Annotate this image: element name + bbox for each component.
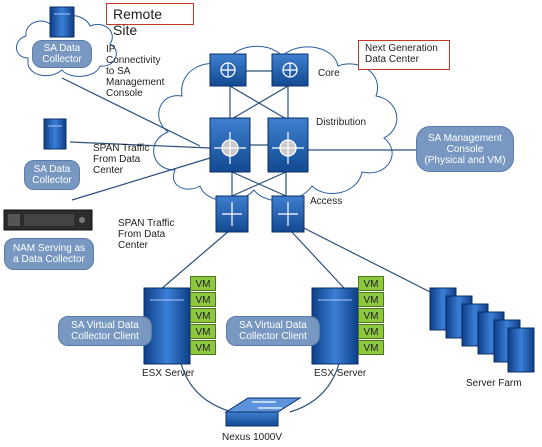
vm-right-3: VM — [358, 308, 384, 323]
next-gen-line1: Next Generation — [365, 43, 438, 54]
nam-line1: NAM Serving as — [12, 243, 86, 254]
nexus-switch-icon — [224, 397, 302, 427]
sa-local-line2: Collector — [32, 175, 72, 186]
server-farm-icon — [429, 287, 535, 373]
vdc-left-line2: Collector Client — [71, 331, 139, 342]
vm-right-1: VM — [358, 276, 384, 291]
span2-line2: From Data — [118, 229, 166, 240]
vm-left-3: VM — [190, 308, 216, 323]
vm-left-1: VM — [190, 276, 216, 291]
distribution-label: Distribution — [316, 117, 367, 128]
ip-line2: Connectivity — [106, 55, 161, 66]
span-traffic-label-2: SPAN Traffic From Data Center — [118, 218, 174, 251]
vm-left-4: VM — [190, 324, 216, 339]
access-switch-left-icon — [215, 195, 249, 233]
span-traffic-label-1: SPAN Traffic From Data Center — [93, 143, 149, 176]
esx-server-right-label: ESX Server — [314, 368, 367, 379]
next-gen-callout: Next Generation Data Center — [358, 40, 450, 70]
nam-data-collector: NAM Serving as a Data Collector — [4, 238, 94, 270]
vm-left-2: VM — [190, 292, 216, 307]
distribution-switch-left-icon — [209, 117, 251, 173]
core-label: Core — [318, 68, 340, 79]
sa-virtual-collector-left: SA Virtual Data Collector Client — [58, 316, 152, 346]
sa-mgmt-line3: (Physical and VM) — [424, 154, 506, 166]
remote-collector-server-icon — [49, 6, 75, 38]
sa-virtual-collector-right: SA Virtual Data Collector Client — [226, 316, 320, 346]
sa-data-collector-local: SA Data Collector — [24, 160, 80, 190]
access-switch-right-icon — [271, 195, 305, 233]
access-label: Access — [310, 196, 343, 207]
ip-line4: Management — [106, 77, 165, 88]
ip-line5: Console — [106, 88, 143, 99]
esx-server-left-label: ESX Server — [142, 368, 195, 379]
span2-line3: Center — [118, 240, 149, 251]
vdc-right-line2: Collector Client — [239, 331, 307, 342]
span1-line3: Center — [93, 165, 124, 176]
sa-management-console: SA Management Console (Physical and VM) — [416, 126, 514, 172]
ip-connectivity-label: IP Connectivity to SA Management Console — [106, 44, 164, 99]
ip-line1: IP — [106, 44, 116, 55]
vm-right-5: VM — [358, 340, 384, 355]
sa-mgmt-line1: SA Management — [428, 132, 502, 144]
span2-line1: SPAN Traffic — [118, 218, 175, 229]
next-gen-line2: Data Center — [365, 54, 419, 65]
nam-line2: a Data Collector — [13, 254, 85, 265]
remote-site-callout: Remote Site — [106, 3, 194, 38]
sa-data-collector-remote: SA Data Collector — [32, 40, 92, 68]
nexus-label: Nexus 1000V — [222, 432, 283, 443]
vdc-right-line1: SA Virtual Data — [239, 320, 307, 331]
span1-line2: From Data — [93, 154, 141, 165]
vm-right-2: VM — [358, 292, 384, 307]
core-switch-right-icon — [271, 53, 309, 87]
server-farm-label: Server Farm — [466, 378, 522, 389]
sa-remote-line1: SA Data — [43, 43, 81, 54]
span1-line1: SPAN Traffic — [93, 143, 150, 154]
sa-mgmt-line2: Console — [446, 143, 484, 155]
distribution-switch-right-icon — [267, 117, 309, 173]
sa-local-line1: SA Data — [33, 164, 71, 175]
vdc-left-line1: SA Virtual Data — [71, 320, 139, 331]
local-collector-server-icon — [43, 118, 67, 150]
ip-line3: to SA — [106, 66, 131, 77]
nam-appliance-icon — [3, 209, 93, 231]
sa-remote-line2: Collector — [42, 54, 82, 65]
vm-left-5: VM — [190, 340, 216, 355]
vm-right-4: VM — [358, 324, 384, 339]
core-switch-left-icon — [209, 53, 247, 87]
